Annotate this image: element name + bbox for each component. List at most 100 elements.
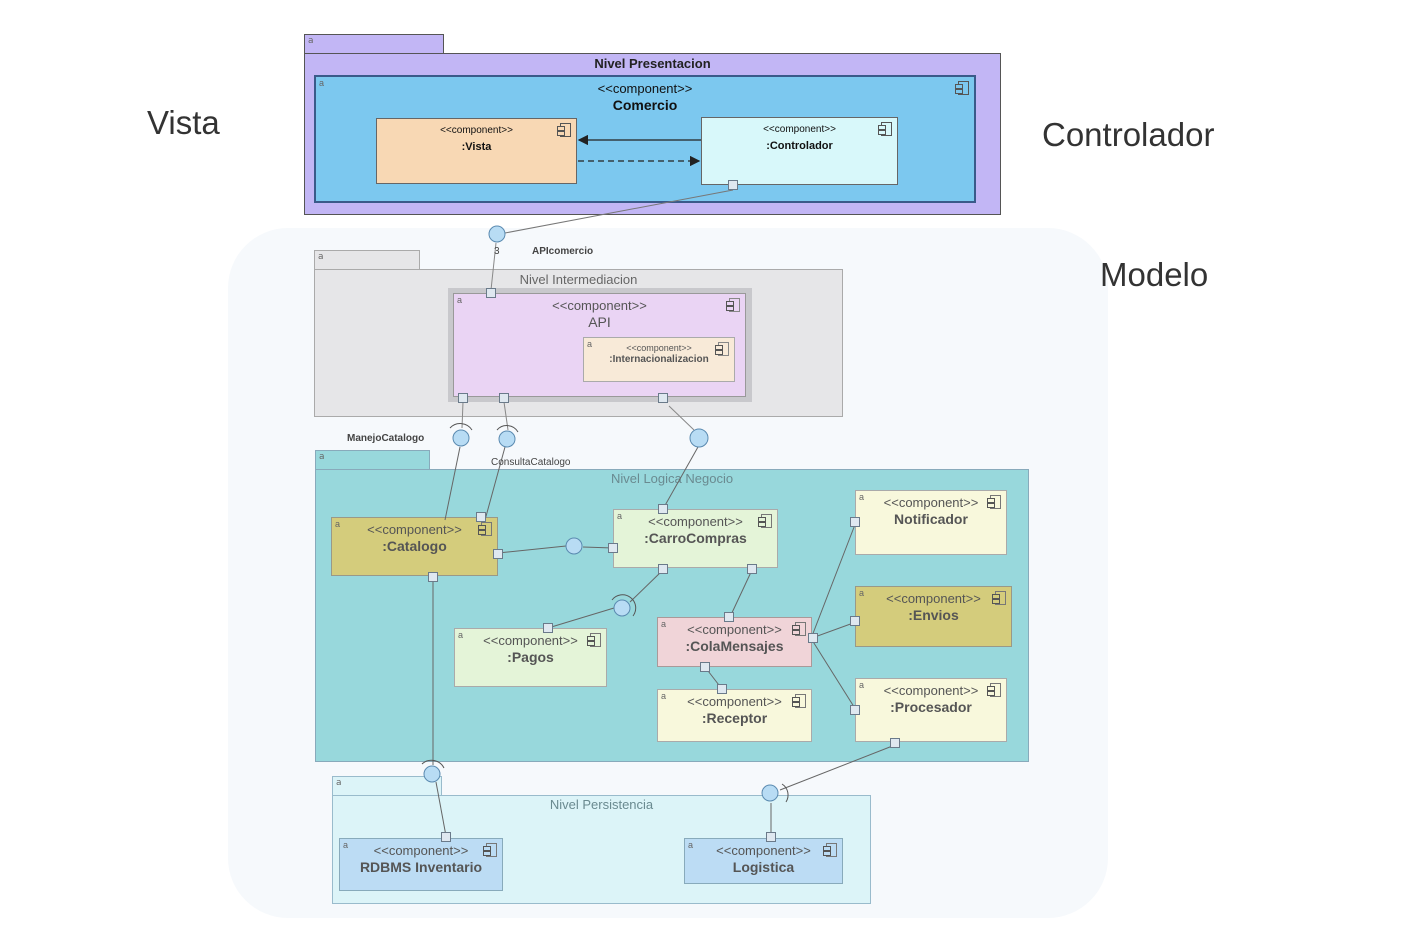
port-catalogo-bottom (428, 572, 438, 582)
stereotype-label: <<component>> (597, 81, 693, 96)
port-carro-left (608, 543, 618, 553)
port-procesador-left (850, 705, 860, 715)
line-consulta-catalogo (484, 446, 506, 521)
component-name: API (588, 314, 611, 330)
component-name: :Receptor (701, 710, 768, 726)
component-name: :Pagos (507, 649, 554, 665)
component-icon (878, 122, 892, 136)
component-name: RDBMS Inventario (359, 859, 483, 875)
interface-apicomercio (488, 225, 506, 243)
stereotype-label: <<component>> (687, 622, 782, 637)
component-receptor[interactable]: a <<component>> :Receptor (657, 689, 812, 742)
interface-label-apicomercio: APIcomercio (532, 246, 594, 257)
stereotype-label: <<component>> (716, 843, 811, 858)
line-apicomercio-api (490, 242, 497, 291)
component-name: Comercio (612, 97, 678, 113)
component-name: :Procesador (890, 699, 972, 715)
stereotype-label: <<component>> (687, 694, 782, 709)
line-procesador-logistica-iface (779, 744, 896, 791)
component-pagos[interactable]: a <<component>> :Pagos (454, 628, 607, 687)
port-api-bottom-mid (499, 393, 509, 403)
stereotype-label: <<component>> (763, 124, 836, 135)
interface-multiplicity: 3 (494, 246, 500, 257)
port-cola-top (724, 612, 734, 622)
port-carro-bottom-right (747, 564, 757, 574)
stereotype-label: <<component>> (440, 125, 513, 136)
port-rdbms-top (441, 832, 451, 842)
port-envios-left (850, 616, 860, 626)
component-controlador[interactable]: <<component>> :Controlador (701, 117, 898, 185)
component-icon (823, 843, 837, 857)
component-icon (987, 683, 1001, 697)
component-carrocompras[interactable]: a <<component>> :CarroCompras (613, 509, 778, 568)
stereotype-label: <<component>> (367, 522, 462, 537)
package-title: Nivel Intermediacion (519, 272, 638, 287)
component-name: :ColaMensajes (685, 638, 784, 654)
component-logistica[interactable]: a <<component>> Logistica (684, 838, 843, 884)
interface-pagos (611, 594, 637, 617)
component-envios[interactable]: a <<component>> :Envios (855, 586, 1012, 647)
component-icon (483, 843, 497, 857)
port-notificador-left (850, 517, 860, 527)
port-procesador-bottom (890, 738, 900, 748)
stereotype-label: <<component>> (626, 343, 692, 353)
port-controlador (728, 180, 738, 190)
stereotype-label: <<component>> (883, 495, 979, 510)
component-notificador[interactable]: a <<component>> Notificador (855, 490, 1007, 555)
interface-manejocatalogo (449, 423, 473, 447)
interface-label-manejocatalogo: ManejoCatalogo (347, 433, 425, 444)
port-api-bottom-left (458, 393, 468, 403)
component-name: Logistica (732, 859, 795, 875)
stereotype-label: <<component>> (552, 298, 647, 313)
component-rdbms-inventario[interactable]: a <<component>> RDBMS Inventario (339, 838, 503, 891)
stereotype-label: <<component>> (886, 591, 981, 606)
line-catalogo-carro (497, 545, 567, 554)
port-cola-bottom (700, 662, 710, 672)
interface-api-right (689, 428, 709, 448)
line-controlador-apicomercio (504, 189, 734, 234)
stereotype-label: <<component>> (648, 514, 743, 529)
interface-label-consultacatalogo: ConsultaCatalogo (491, 457, 571, 468)
component-icon (726, 298, 740, 312)
package-title: Nivel Logica Negocio (610, 471, 734, 486)
port-api-bottom-right (658, 393, 668, 403)
port-api-top (486, 288, 496, 298)
line-cola-notificador (811, 521, 857, 637)
label-controlador: Controlador (1042, 116, 1215, 153)
label-modelo: Modelo (1100, 256, 1209, 293)
component-name: :Catalogo (382, 538, 447, 554)
component-colamensajes[interactable]: a <<component>> :ColaMensajes (657, 617, 812, 667)
port-cola-right (808, 633, 818, 643)
line-api-interface3 (668, 405, 695, 431)
component-icon (557, 123, 571, 137)
interface-catalogo-carro (565, 537, 583, 555)
component-name: :Controlador (766, 140, 833, 152)
component-name: :Internacionalizacion (609, 354, 709, 365)
component-icon (987, 495, 1001, 509)
component-vista[interactable]: <<component>> :Vista (376, 118, 577, 184)
component-icon (792, 622, 806, 636)
component-icon (758, 514, 772, 528)
line-interface3-carro (662, 446, 699, 510)
port-carro-top (658, 504, 668, 514)
component-icon (587, 633, 601, 647)
component-name: :CarroCompras (644, 530, 747, 546)
line-carro-cola (729, 569, 753, 618)
stereotype-label: <<component>> (883, 683, 979, 698)
line-manejo-catalogo (444, 446, 461, 521)
component-icon (955, 81, 969, 95)
package-title: Nivel Presentacion (594, 56, 711, 71)
stereotype-label: <<component>> (373, 843, 469, 858)
component-internacionalizacion[interactable]: a <<component>> :Internacionalizacion (583, 337, 735, 382)
stereotype-label: <<component>> (483, 633, 578, 648)
component-name: :Envios (908, 607, 959, 623)
line-carro-pagos-iface (629, 569, 664, 603)
package-title: Nivel Persistencia (549, 797, 654, 812)
line-cola-envios (811, 621, 857, 639)
component-procesador[interactable]: a <<component>> :Procesador (855, 678, 1007, 742)
component-catalogo[interactable]: a <<component>> :Catalogo (331, 517, 498, 576)
component-icon (478, 522, 492, 536)
interface-logistica (761, 783, 789, 803)
component-icon (992, 591, 1006, 605)
